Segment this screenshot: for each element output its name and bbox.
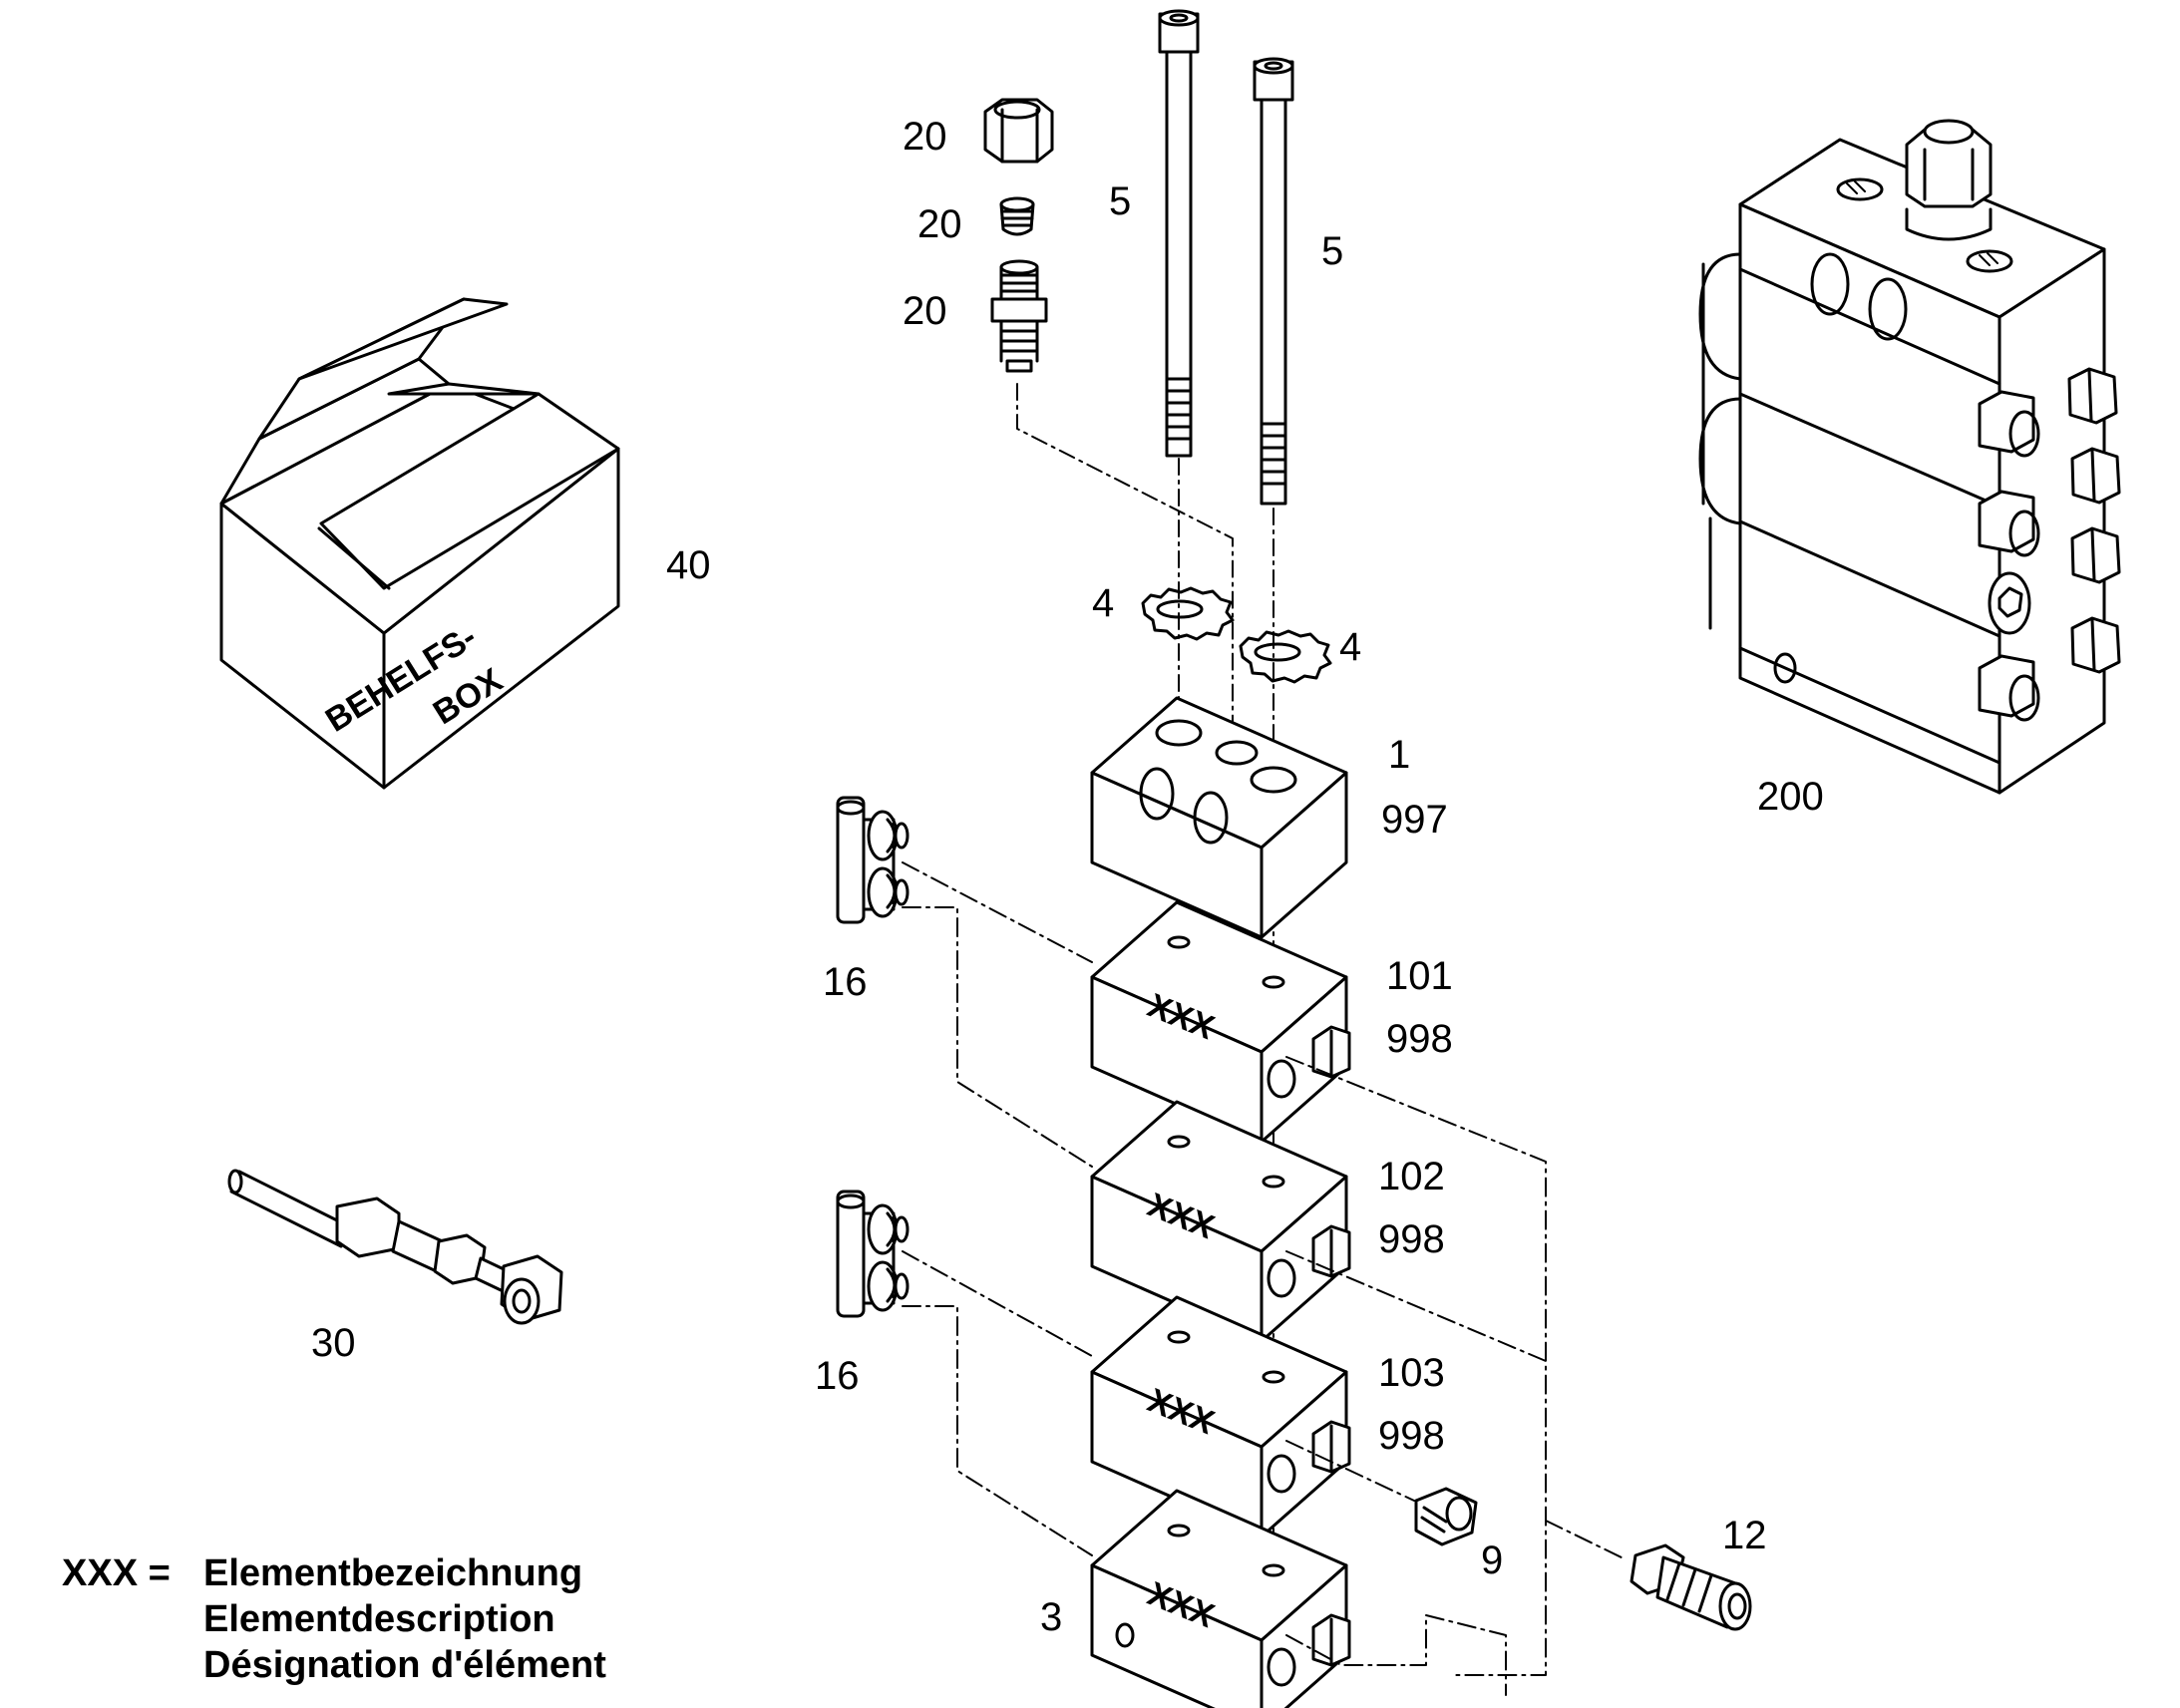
distributor-outlets-left [1978,390,2040,722]
lock-washer-left [1141,586,1235,641]
assembled-distributor [1698,119,2121,795]
pipe-connection-assembly [227,1169,563,1325]
element-block-102: XXX [1090,1100,1351,1343]
callout-1: 1 [1388,733,1410,777]
callout-4-left: 4 [1092,581,1114,625]
callout-101: 101 [1386,954,1453,998]
threaded-connector [990,259,1048,373]
legend-french: Désignation d'élément [203,1644,606,1686]
callout-20-connector: 20 [903,289,947,333]
callout-4-right: 4 [1339,625,1361,669]
callout-20-ring: 20 [917,202,962,246]
callout-3: 3 [1040,1595,1062,1639]
top-block [1090,696,1348,939]
connection-lines [902,861,1625,1696]
callout-40: 40 [666,543,711,587]
callout-16-lower: 16 [815,1354,860,1398]
callout-998-102: 998 [1378,1217,1445,1261]
callout-5-left: 5 [1109,179,1131,223]
callout-5-right: 5 [1321,229,1343,273]
straight-connector [1630,1543,1752,1631]
callout-103: 103 [1378,1351,1445,1395]
plug-screw [1414,1487,1478,1546]
callout-102: 102 [1378,1155,1445,1198]
callout-30: 30 [311,1321,356,1365]
distributor-plugs-right [2067,367,2121,674]
callout-200: 200 [1757,775,1824,819]
callout-9: 9 [1481,1538,1503,1582]
end-block-3: XXX [1090,1489,1351,1708]
callout-12: 12 [1722,1514,1767,1557]
compression-ring [999,196,1035,236]
legend-key: XXX = [62,1552,171,1594]
callout-997: 997 [1381,798,1448,842]
callout-20-nut: 20 [903,115,947,159]
element-legend: XXX = Elementbezeichnung Elementdescript… [62,1550,606,1688]
behelfsbox-carton: BEHELFS- BOX [219,297,620,790]
legend-english: Elementdescription [203,1598,555,1640]
callout-16-upper: 16 [823,960,868,1004]
legend-german: Elementbezeichnung [203,1552,583,1594]
long-bolt-right [1253,57,1294,506]
callout-998-103: 998 [1378,1414,1445,1458]
element-block-101: XXX [1090,900,1351,1144]
long-bolt-left [1158,9,1200,458]
banjo-fitting-upper [836,796,909,924]
union-nut-fitting [983,98,1054,164]
element-block-103: XXX [1090,1295,1351,1538]
callout-998-101: 998 [1386,1017,1453,1061]
lock-washer-right [1239,629,1332,684]
banjo-fitting-lower [836,1190,909,1318]
